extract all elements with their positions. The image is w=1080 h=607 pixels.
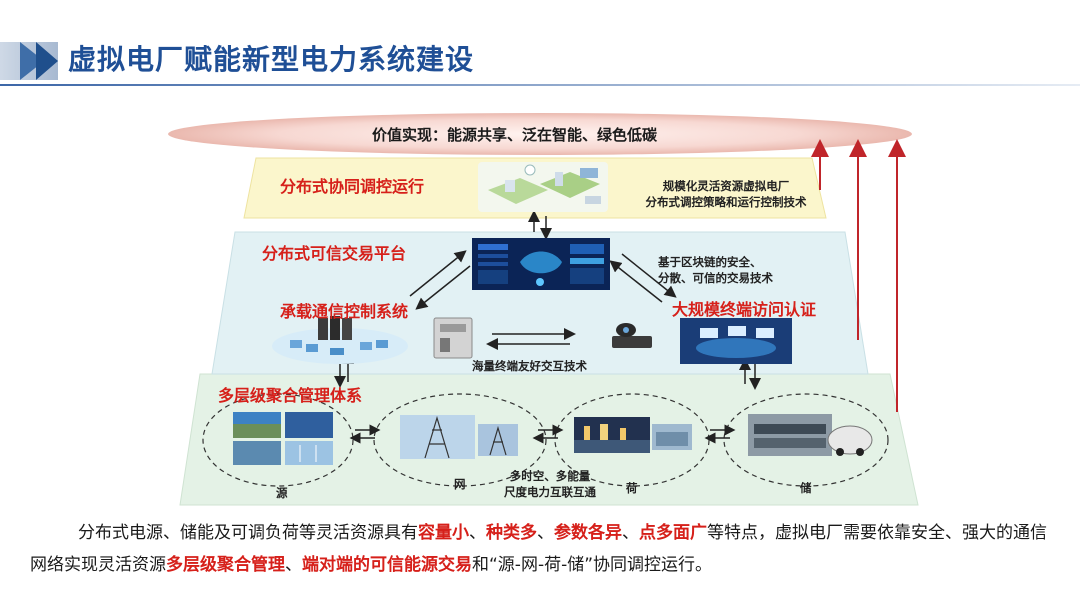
- blockchain-desc-line2: 分散、可信的交易技术: [658, 271, 773, 285]
- summary-highlight: 参数各异: [554, 523, 622, 543]
- access-auth-illustration: [680, 318, 792, 364]
- layer2-title: 分布式可信交易平台: [262, 244, 407, 263]
- source-photos: [233, 412, 333, 465]
- page-title: 虚拟电厂赋能新型电力系统建设: [68, 43, 475, 76]
- summary-text: 、: [469, 523, 486, 543]
- node-label-grid: 网: [454, 477, 466, 491]
- load-photos: [574, 417, 692, 453]
- layer1-desc-line1: 规模化灵活资源虚拟电厂: [662, 179, 790, 193]
- node-label-storage: 储: [800, 481, 812, 495]
- summary-highlight: 容量小: [418, 523, 469, 543]
- node-ellipse-storage: [723, 393, 889, 487]
- layer1-desc: 规模化灵活资源虚拟电厂 分布式调控策略和运行控制技术: [630, 178, 822, 210]
- value-text: 价值实现：能源共享、泛在智能、绿色低碳: [372, 126, 658, 144]
- interconnect-line1: 多时空、多能量: [509, 469, 591, 483]
- header-divider: [0, 84, 1080, 86]
- camera-device: [612, 323, 652, 348]
- summary-highlight: 端对端的可信能源交易: [302, 555, 472, 575]
- summary-highlight: 点多面广: [639, 523, 707, 543]
- blockchain-desc-line1: 基于区块链的安全、: [658, 255, 762, 269]
- storage-photos: [748, 414, 873, 456]
- node-label-load: 荷: [626, 481, 638, 495]
- header-chevron-icon: [36, 42, 58, 80]
- link-arrow: [609, 260, 663, 303]
- layer1-title: 分布式协同调控运行: [280, 177, 425, 196]
- summary-text: 分布式电源、储能及可调负荷等灵活资源具有: [78, 523, 418, 543]
- layer3-title: 多层级聚合管理体系: [218, 386, 363, 405]
- summary-text: 等特点，虚拟电厂需要依靠安全、强大的通信网络实现灵活资源: [30, 523, 1047, 575]
- controller-device: [433, 317, 473, 359]
- node-label-source: 源: [276, 486, 288, 500]
- summary-highlight: 种类多: [486, 523, 537, 543]
- dashboard-screen: [472, 238, 610, 290]
- link-arrow: [415, 265, 471, 310]
- summary-text: 和“源-网-荷-储”协同调控运行。: [472, 555, 713, 575]
- blockchain-desc: 基于区块链的安全、 分散、可信的交易技术: [658, 254, 773, 286]
- interconnect-label: 多时空、多能量 尺度电力互联互通: [494, 468, 606, 500]
- summary-text: 、: [622, 523, 639, 543]
- link-arrow: [409, 250, 467, 297]
- layer1-desc-line2: 分布式调控策略和运行控制技术: [645, 195, 807, 209]
- auth-title: 大规模终端访问认证: [672, 300, 817, 319]
- comm-system-title: 承载通信控制系统: [280, 302, 409, 321]
- interaction-label: 海量终端友好交互技术: [472, 359, 587, 373]
- value-label: 价值实现：能源共享、泛在智能、绿色低碳: [372, 124, 657, 145]
- smart-city-illustration: [478, 162, 608, 212]
- summary-text: 、: [537, 523, 554, 543]
- summary-paragraph: 分布式电源、储能及可调负荷等灵活资源具有容量小、种类多、参数各异、点多面广等特点…: [30, 517, 1060, 581]
- value-oval: [168, 113, 912, 155]
- link-arrow: [621, 253, 677, 298]
- grid-photos: [400, 415, 518, 459]
- node-ellipse-grid: [373, 393, 547, 487]
- comm-network-illustration: [272, 316, 408, 364]
- interconnect-line2: 尺度电力互联互通: [504, 485, 596, 499]
- summary-text: 、: [285, 555, 302, 575]
- summary-highlight: 多层级聚合管理: [166, 555, 285, 575]
